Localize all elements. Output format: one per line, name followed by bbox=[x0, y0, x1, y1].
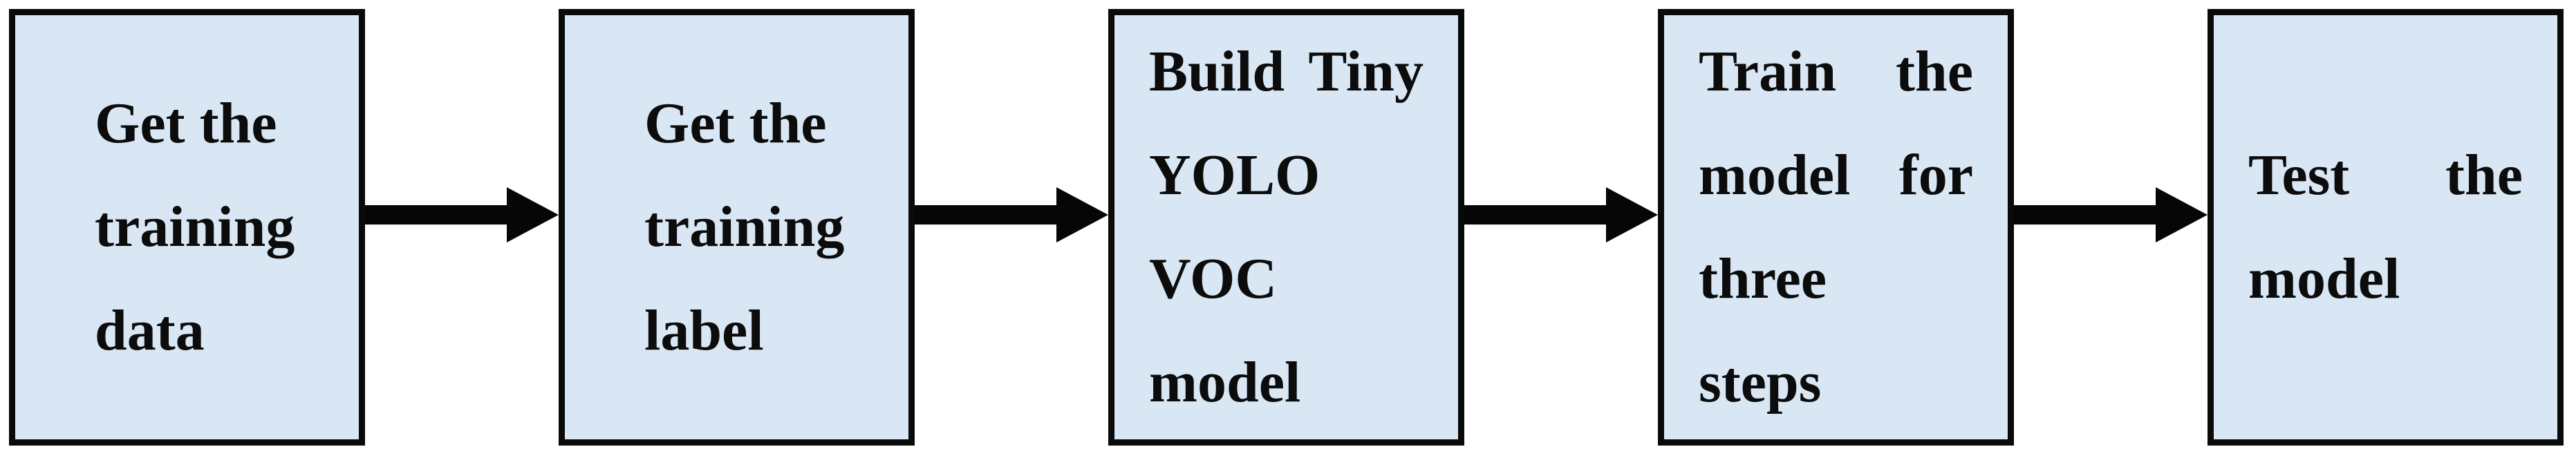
step-text-line: label bbox=[644, 298, 764, 363]
flow-step-test-the-model: Test the model bbox=[2208, 9, 2564, 446]
step-text-line: training bbox=[95, 195, 295, 259]
step-text-line: training bbox=[644, 195, 845, 259]
arrow-shaft bbox=[365, 205, 508, 225]
step-text-line: YOLO bbox=[1149, 143, 1320, 207]
step-text-word: for bbox=[1898, 143, 1973, 207]
step-text-line: Build Tiny bbox=[1149, 20, 1424, 124]
step-text-line: Get the bbox=[95, 91, 277, 155]
flow-arrow-right-icon bbox=[1464, 187, 1658, 242]
step-text-line: Train the bbox=[1699, 20, 1973, 124]
step-text-line: three bbox=[1699, 247, 1827, 311]
flow-arrow-right-icon bbox=[365, 187, 559, 242]
step-text-line: data bbox=[95, 298, 205, 363]
step-text-word: Build bbox=[1149, 39, 1285, 104]
arrow-shaft bbox=[915, 205, 1058, 225]
step-text-word: Tiny bbox=[1308, 39, 1424, 104]
step-text-word: model bbox=[1699, 143, 1851, 207]
arrow-shaft bbox=[1464, 205, 1607, 225]
arrow-head bbox=[2156, 187, 2208, 242]
arrow-head bbox=[1056, 187, 1108, 242]
step-text-word: Test bbox=[2248, 143, 2350, 207]
flow-arrow-right-icon bbox=[2014, 187, 2208, 242]
step-text-line: model for bbox=[1699, 124, 1973, 227]
step-text-line: model bbox=[2248, 247, 2400, 311]
step-text-line: Test the bbox=[2248, 124, 2523, 227]
step-text-word: Train bbox=[1699, 39, 1837, 104]
step-text-line: model bbox=[1149, 350, 1301, 414]
flow-step-train-the-model-for-three-steps: Train the model for three steps bbox=[1658, 9, 2014, 446]
step-text-line: steps bbox=[1699, 350, 1822, 414]
step-text-line: Get the bbox=[644, 91, 827, 155]
step-text-word: the bbox=[1896, 39, 1973, 104]
flow-step-get-training-data: Get the training data bbox=[9, 9, 365, 446]
arrow-head bbox=[507, 187, 559, 242]
arrow-head bbox=[1606, 187, 1658, 242]
step-text-word: the bbox=[2445, 143, 2523, 207]
step-text-line: VOC bbox=[1149, 247, 1277, 311]
flow-step-get-training-label: Get the training label bbox=[559, 9, 915, 446]
flow-arrow-right-icon bbox=[915, 187, 1108, 242]
arrow-shaft bbox=[2014, 205, 2157, 225]
